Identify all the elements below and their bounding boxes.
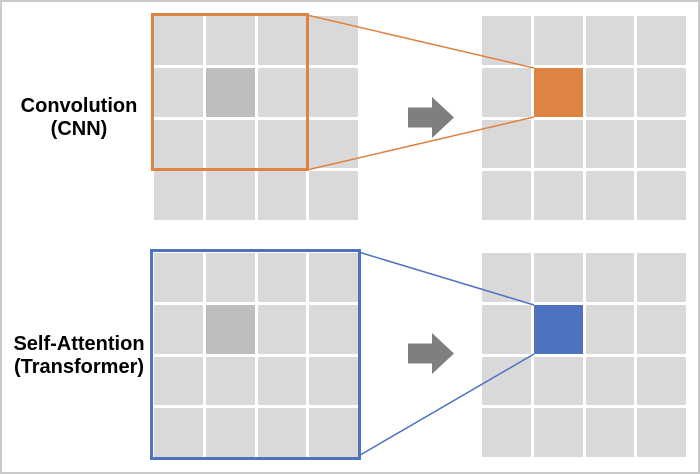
grid-cell bbox=[257, 253, 307, 302]
grid-cell bbox=[585, 171, 635, 220]
grid-cell bbox=[154, 67, 203, 117]
label-line: Self-Attention bbox=[13, 333, 145, 355]
grid-cell bbox=[482, 253, 531, 302]
grid-cell bbox=[482, 119, 531, 169]
grid-cell bbox=[482, 171, 531, 220]
grid-cell bbox=[482, 408, 531, 457]
grid-cell bbox=[257, 356, 307, 406]
grid-cell bbox=[154, 16, 203, 65]
grid-cell bbox=[637, 119, 686, 169]
grid-cell bbox=[257, 67, 307, 117]
kernel-outline-cnn bbox=[151, 13, 309, 171]
grid-cell bbox=[585, 67, 635, 117]
grid-cell bbox=[154, 304, 203, 354]
grid-cell bbox=[309, 356, 358, 406]
grid-cell bbox=[309, 408, 358, 457]
grid-cell bbox=[533, 253, 583, 302]
grid-cell bbox=[205, 253, 255, 302]
highlighted-grid-cell bbox=[205, 304, 255, 354]
grid-cell bbox=[309, 304, 358, 354]
grid-cell bbox=[533, 408, 583, 457]
grid-cell bbox=[205, 119, 255, 169]
label-convolution: Convolution (CNN) bbox=[0, 95, 158, 141]
grid-cell bbox=[309, 253, 358, 302]
grid-cell bbox=[154, 119, 203, 169]
grid-cell bbox=[205, 356, 255, 406]
grid-cell bbox=[154, 408, 203, 457]
grid-cell bbox=[205, 408, 255, 457]
grid-cell bbox=[257, 119, 307, 169]
grid-cell bbox=[637, 356, 686, 406]
grid-cell bbox=[533, 356, 583, 406]
grid-cell bbox=[533, 16, 583, 65]
grid-cell bbox=[585, 408, 635, 457]
grid-cell bbox=[309, 16, 358, 65]
output-grid-cnn bbox=[482, 16, 686, 220]
label-line: (Transformer) bbox=[13, 356, 145, 378]
grid-cell bbox=[205, 171, 255, 220]
grid-cell bbox=[482, 304, 531, 354]
grid-cell bbox=[533, 171, 583, 220]
grid-cell bbox=[205, 16, 255, 65]
grid-cell bbox=[585, 253, 635, 302]
output-grid-attention bbox=[482, 253, 686, 457]
grid-cell bbox=[309, 119, 358, 169]
highlighted-grid-cell bbox=[533, 67, 583, 117]
grid-cell bbox=[637, 253, 686, 302]
grid-cell bbox=[257, 171, 307, 220]
grid-cell bbox=[533, 119, 583, 169]
grid-cell bbox=[257, 304, 307, 354]
grid-cell bbox=[637, 408, 686, 457]
grid-cell bbox=[482, 16, 531, 65]
grid-cell bbox=[154, 356, 203, 406]
grid-cell bbox=[637, 171, 686, 220]
grid-cell bbox=[257, 408, 307, 457]
grid-cell bbox=[309, 171, 358, 220]
grid-cell bbox=[585, 119, 635, 169]
input-grid-attention bbox=[154, 253, 358, 457]
grid-cell bbox=[154, 253, 203, 302]
highlighted-grid-cell bbox=[533, 304, 583, 354]
grid-cell bbox=[309, 67, 358, 117]
label-line: Convolution bbox=[20, 95, 138, 117]
attention-outline-transformer bbox=[150, 249, 361, 460]
grid-cell bbox=[637, 16, 686, 65]
grid-cell bbox=[637, 304, 686, 354]
grid-cell bbox=[585, 356, 635, 406]
arrow-right-icon bbox=[408, 333, 454, 374]
grid-cell bbox=[637, 67, 686, 117]
grid-cell bbox=[257, 16, 307, 65]
highlighted-grid-cell bbox=[205, 67, 255, 117]
grid-cell bbox=[154, 171, 203, 220]
grid-cell bbox=[482, 356, 531, 406]
label-line: (CNN) bbox=[50, 118, 108, 140]
grid-cell bbox=[585, 304, 635, 354]
arrow-right-icon bbox=[408, 97, 454, 138]
grid-cell bbox=[482, 67, 531, 117]
label-self-attention: Self-Attention (Transformer) bbox=[0, 333, 158, 379]
grid-cell bbox=[585, 16, 635, 65]
